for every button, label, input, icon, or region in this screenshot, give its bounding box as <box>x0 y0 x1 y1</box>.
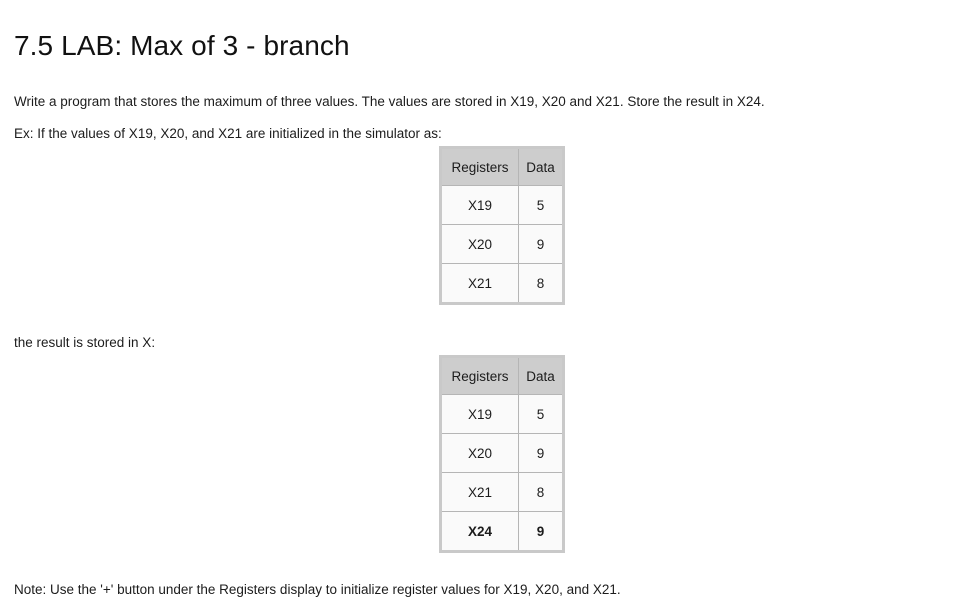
note-paragraph: Note: Use the '+' button under the Regis… <box>14 581 621 597</box>
cell-register-name: X20 <box>440 224 519 264</box>
intro-paragraph: Write a program that stores the maximum … <box>14 93 765 109</box>
cell-register-value: 5 <box>518 394 564 434</box>
result-lead-paragraph: the result is stored in X: <box>14 334 156 350</box>
cell-register-name: X21 <box>440 263 519 304</box>
cell-register-name: X19 <box>440 394 519 434</box>
cell-register-value: 9 <box>518 433 564 473</box>
initial-registers-table: Registers Data X19 5 X20 9 X21 8 <box>439 146 565 305</box>
table-header: Registers Data <box>440 147 564 186</box>
table-row: X21 8 <box>440 472 564 512</box>
result-registers-table-container: Registers Data X19 5 X20 9 X21 8 X <box>439 355 565 553</box>
column-header-data: Data <box>518 356 564 395</box>
table-row: X21 8 <box>440 263 564 304</box>
column-header-registers: Registers <box>440 356 519 395</box>
table-row-result: X24 9 <box>440 511 564 552</box>
table-row: X20 9 <box>440 433 564 473</box>
column-header-registers: Registers <box>440 147 519 186</box>
cell-register-name: X24 <box>440 511 519 552</box>
initial-registers-table-container: Registers Data X19 5 X20 9 X21 8 <box>439 146 565 305</box>
cell-register-value: 8 <box>518 263 564 304</box>
cell-register-value: 9 <box>518 511 564 552</box>
example-lead-paragraph: Ex: If the values of X19, X20, and X21 a… <box>14 125 442 141</box>
page-title: 7.5 LAB: Max of 3 - branch <box>14 29 350 61</box>
cell-register-name: X20 <box>440 433 519 473</box>
table-row: X20 9 <box>440 224 564 264</box>
cell-register-name: X19 <box>440 185 519 225</box>
cell-register-value: 8 <box>518 472 564 512</box>
cell-register-name: X21 <box>440 472 519 512</box>
cell-register-value: 9 <box>518 224 564 264</box>
result-registers-table: Registers Data X19 5 X20 9 X21 8 X <box>439 355 565 553</box>
table-body: X19 5 X20 9 X21 8 X24 9 <box>440 394 564 552</box>
table-header: Registers Data <box>440 356 564 395</box>
column-header-data: Data <box>518 147 564 186</box>
cell-register-value: 5 <box>518 185 564 225</box>
table-row: X19 5 <box>440 185 564 225</box>
table-body: X19 5 X20 9 X21 8 <box>440 185 564 304</box>
table-row: X19 5 <box>440 394 564 434</box>
table-header-row: Registers Data <box>440 356 564 395</box>
table-header-row: Registers Data <box>440 147 564 186</box>
